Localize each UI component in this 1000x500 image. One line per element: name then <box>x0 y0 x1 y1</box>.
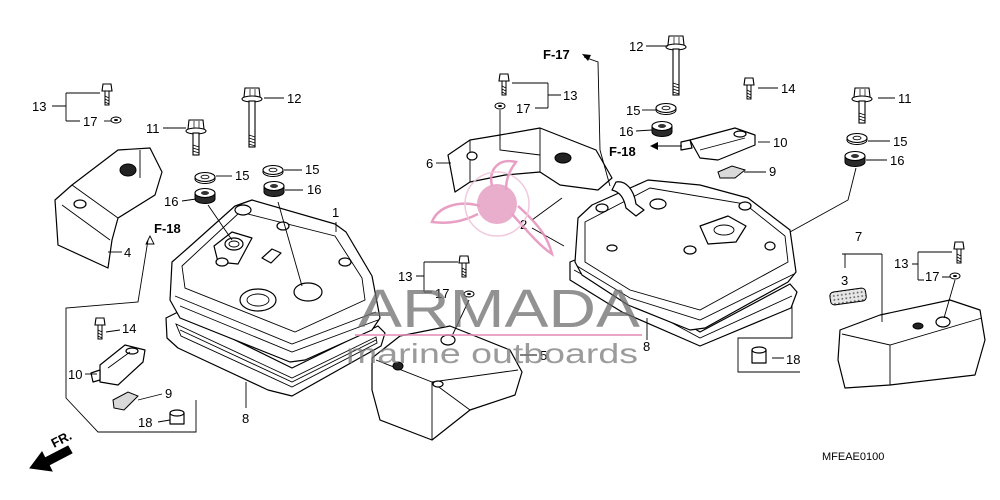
cover-7 <box>837 299 986 389</box>
callout-10: 10 <box>773 135 787 150</box>
washer-15-left-b <box>262 164 284 178</box>
washer-17-left <box>110 116 122 124</box>
part-callouts: 13 17 11 12 15 16 15 16 1 4 14 10 9 18 8… <box>32 39 939 430</box>
washer-17-right <box>949 272 961 280</box>
ref-f17: F-17 <box>543 47 570 62</box>
callout-10: 10 <box>68 367 82 382</box>
callout-18: 18 <box>786 352 800 367</box>
breather-joint-10-right <box>680 127 756 161</box>
callout-18: 18 <box>138 415 152 430</box>
grommet-16-left-a <box>194 187 216 205</box>
leader-lines-right <box>635 45 956 373</box>
callout-2: 2 <box>520 217 527 232</box>
callout-13: 13 <box>32 99 46 114</box>
plug-18-left <box>169 409 185 425</box>
ref-f18-right: F-18 <box>609 144 636 159</box>
callout-15: 15 <box>305 162 319 177</box>
callout-17: 17 <box>925 269 939 284</box>
callout-15: 15 <box>235 168 249 183</box>
leader-middle-13 <box>416 261 470 337</box>
callout-7: 7 <box>855 229 862 244</box>
watermark-brand: ARMADA <box>358 279 640 339</box>
callout-16: 16 <box>890 153 904 168</box>
watermark-tagline: marine outboards <box>346 338 638 369</box>
leader-lines-left <box>52 92 337 433</box>
gasket-9-left <box>112 391 139 411</box>
washer-15-right-b <box>846 132 868 146</box>
callout-8: 8 <box>643 339 650 354</box>
callout-15: 15 <box>893 134 907 149</box>
callout-8: 8 <box>242 411 249 426</box>
grommet-16-right-a <box>651 120 673 138</box>
callout-15: 15 <box>626 103 640 118</box>
f17-arrowhead <box>582 54 591 61</box>
breather-joint-10-left <box>90 344 146 386</box>
callout-16: 16 <box>164 194 178 209</box>
callout-6: 6 <box>426 156 433 171</box>
cylinder-head-cover-left <box>169 199 381 363</box>
callout-11: 11 <box>146 121 160 136</box>
cover-4 <box>54 147 163 269</box>
pad-3 <box>829 287 867 306</box>
callout-1: 1 <box>332 205 339 220</box>
plug-18-right <box>751 346 767 364</box>
callout-9: 9 <box>769 164 776 179</box>
leader-f17 <box>583 56 611 187</box>
callout-17: 17 <box>516 101 530 116</box>
callout-13: 13 <box>398 269 412 284</box>
callout-16: 16 <box>619 124 633 139</box>
washer-15-left-a <box>194 171 216 185</box>
washer-15-right-a <box>655 102 677 116</box>
callout-11: 11 <box>898 91 912 106</box>
callout-17: 17 <box>435 286 449 301</box>
grommet-16-left-b <box>263 180 285 198</box>
grommet-16-right-b <box>844 150 866 168</box>
callout-5: 5 <box>540 348 547 363</box>
callout-14: 14 <box>122 321 136 336</box>
cylinder-head-cover-right <box>574 179 797 331</box>
drawing-code: MFEAE0100 <box>822 451 884 463</box>
gasket-9-right <box>717 165 747 179</box>
leader-2 <box>531 197 565 247</box>
callout-13: 13 <box>894 256 908 271</box>
leader-top-13 <box>499 82 561 140</box>
callout-9: 9 <box>165 386 172 401</box>
callout-12: 12 <box>629 39 643 54</box>
callout-3: 3 <box>841 273 848 288</box>
washer-17-top <box>494 102 506 110</box>
cover-5 <box>371 325 523 441</box>
callout-14: 14 <box>781 81 795 96</box>
callout-4: 4 <box>124 245 131 260</box>
ref-f18-left: F-18 <box>154 221 181 236</box>
callout-13: 13 <box>563 88 577 103</box>
callout-16: 16 <box>307 182 321 197</box>
callout-12: 12 <box>287 91 301 106</box>
propeller-logo <box>430 159 554 257</box>
watermark: ARMADA marine outboards <box>346 159 642 369</box>
callout-17: 17 <box>83 114 97 129</box>
